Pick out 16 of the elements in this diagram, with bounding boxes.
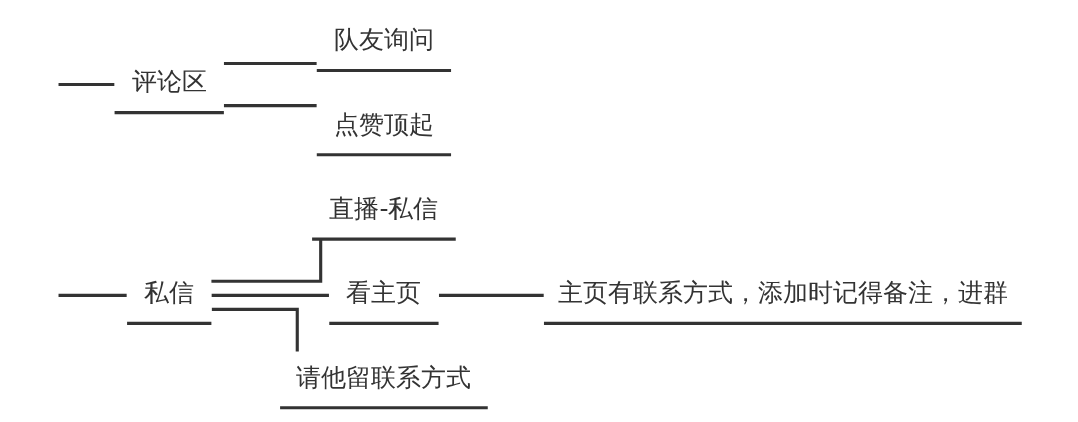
node-text: 私信 [143,278,194,308]
node-text: 看主页 [345,278,421,308]
connector [58,293,127,297]
node-text: 评论区 [131,67,207,97]
node-text: 主页有联系方式，添加时记得备注，进群 [557,278,1008,308]
connector [223,104,317,108]
connector [210,239,322,283]
connector [211,293,329,297]
connector [223,61,317,65]
connector [438,293,544,297]
node-text: 直播-私信 [328,193,438,223]
connector [211,307,299,352]
node-text: 点赞顶起 [333,109,434,139]
connector [58,82,114,87]
node-text: 请他留联系方式 [295,362,471,392]
node-text: 队友询问 [333,25,434,55]
